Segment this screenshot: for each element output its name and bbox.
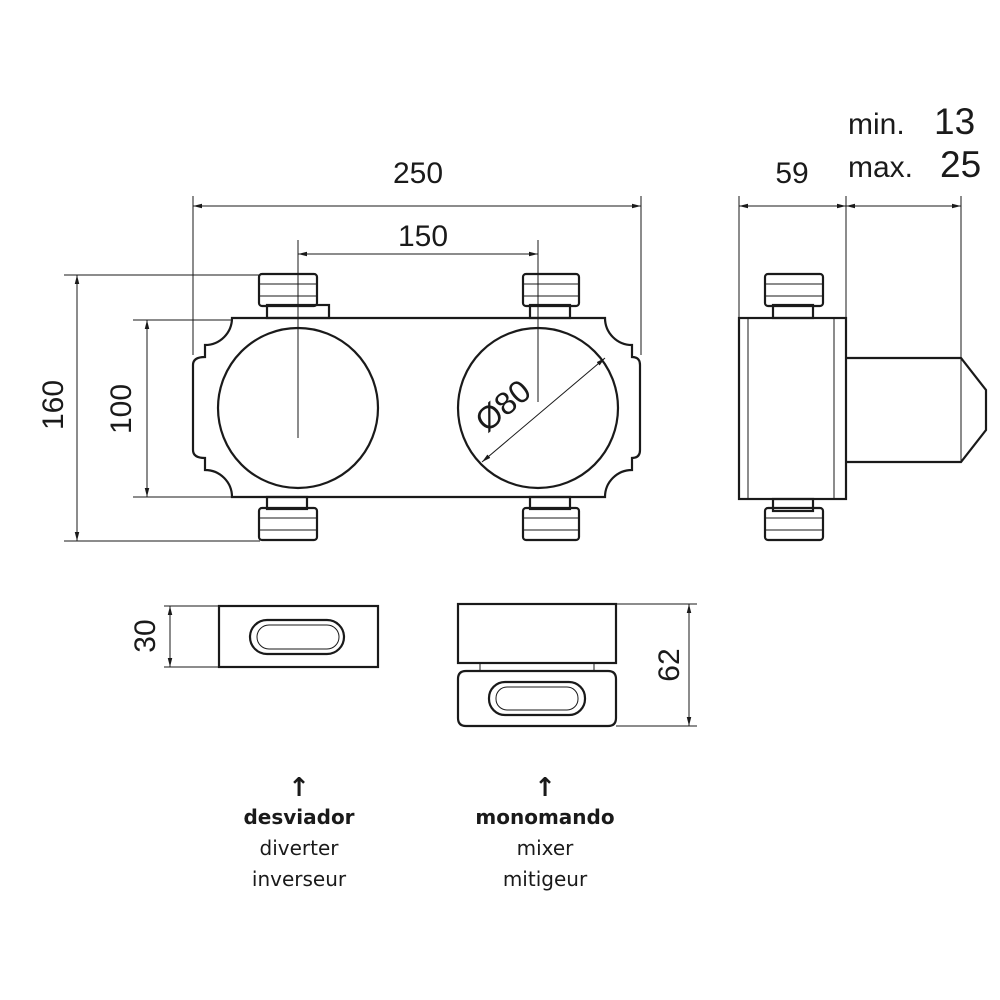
diverter-handle xyxy=(217,604,380,669)
bottom-port-right xyxy=(521,495,581,542)
dim-100: 100 xyxy=(105,384,138,434)
side-view: 59 min. 13 max. 25 xyxy=(737,101,988,542)
mixer-handle-lever xyxy=(456,669,618,728)
diverter-handle-view: 30 xyxy=(129,604,380,669)
mixer-arrow: ↑ xyxy=(534,773,556,803)
mixer-label-es: monomando xyxy=(475,805,614,829)
dim-line-diameter xyxy=(481,357,606,463)
diverter-label-fr: inverseur xyxy=(252,867,347,891)
adjust-max-label: max. xyxy=(848,151,913,184)
adjust-min-value: 13 xyxy=(934,101,975,142)
mixer-handle-slot xyxy=(487,680,587,717)
dim-30: 30 xyxy=(129,619,162,652)
mixer-handle-top xyxy=(456,602,618,665)
top-port-left xyxy=(257,272,331,320)
dim-diameter: Ø80 xyxy=(468,372,537,438)
side-body xyxy=(737,316,848,501)
diverter-label: ↑ desviador diverter inverseur xyxy=(243,773,354,891)
mixer-label: ↑ monomando mixer mitigeur xyxy=(475,773,614,891)
mixer-handle-view: 62 xyxy=(456,602,697,728)
side-port-top xyxy=(763,272,825,320)
front-view: 250 150 160 100 Ø80 xyxy=(37,157,642,542)
adjust-max-value: 25 xyxy=(940,144,981,185)
dim-62: 62 xyxy=(653,648,686,681)
mixer-label-fr: mitigeur xyxy=(503,867,588,891)
dim-160: 160 xyxy=(37,380,70,430)
adjust-min-label: min. xyxy=(848,108,905,141)
side-cover xyxy=(846,356,988,464)
diverter-label-en: diverter xyxy=(260,836,340,860)
bottom-port-left xyxy=(257,495,319,542)
dim-250: 250 xyxy=(393,157,443,190)
top-port-right xyxy=(521,272,581,320)
diverter-handle-slot xyxy=(248,618,346,656)
dim-59: 59 xyxy=(775,157,808,190)
dim-150: 150 xyxy=(398,220,448,253)
side-port-bottom xyxy=(763,497,825,542)
diverter-arrow: ↑ xyxy=(288,773,310,803)
mixer-label-en: mixer xyxy=(517,836,575,860)
valve-body-outline xyxy=(191,316,642,499)
diverter-label-es: desviador xyxy=(243,805,354,829)
